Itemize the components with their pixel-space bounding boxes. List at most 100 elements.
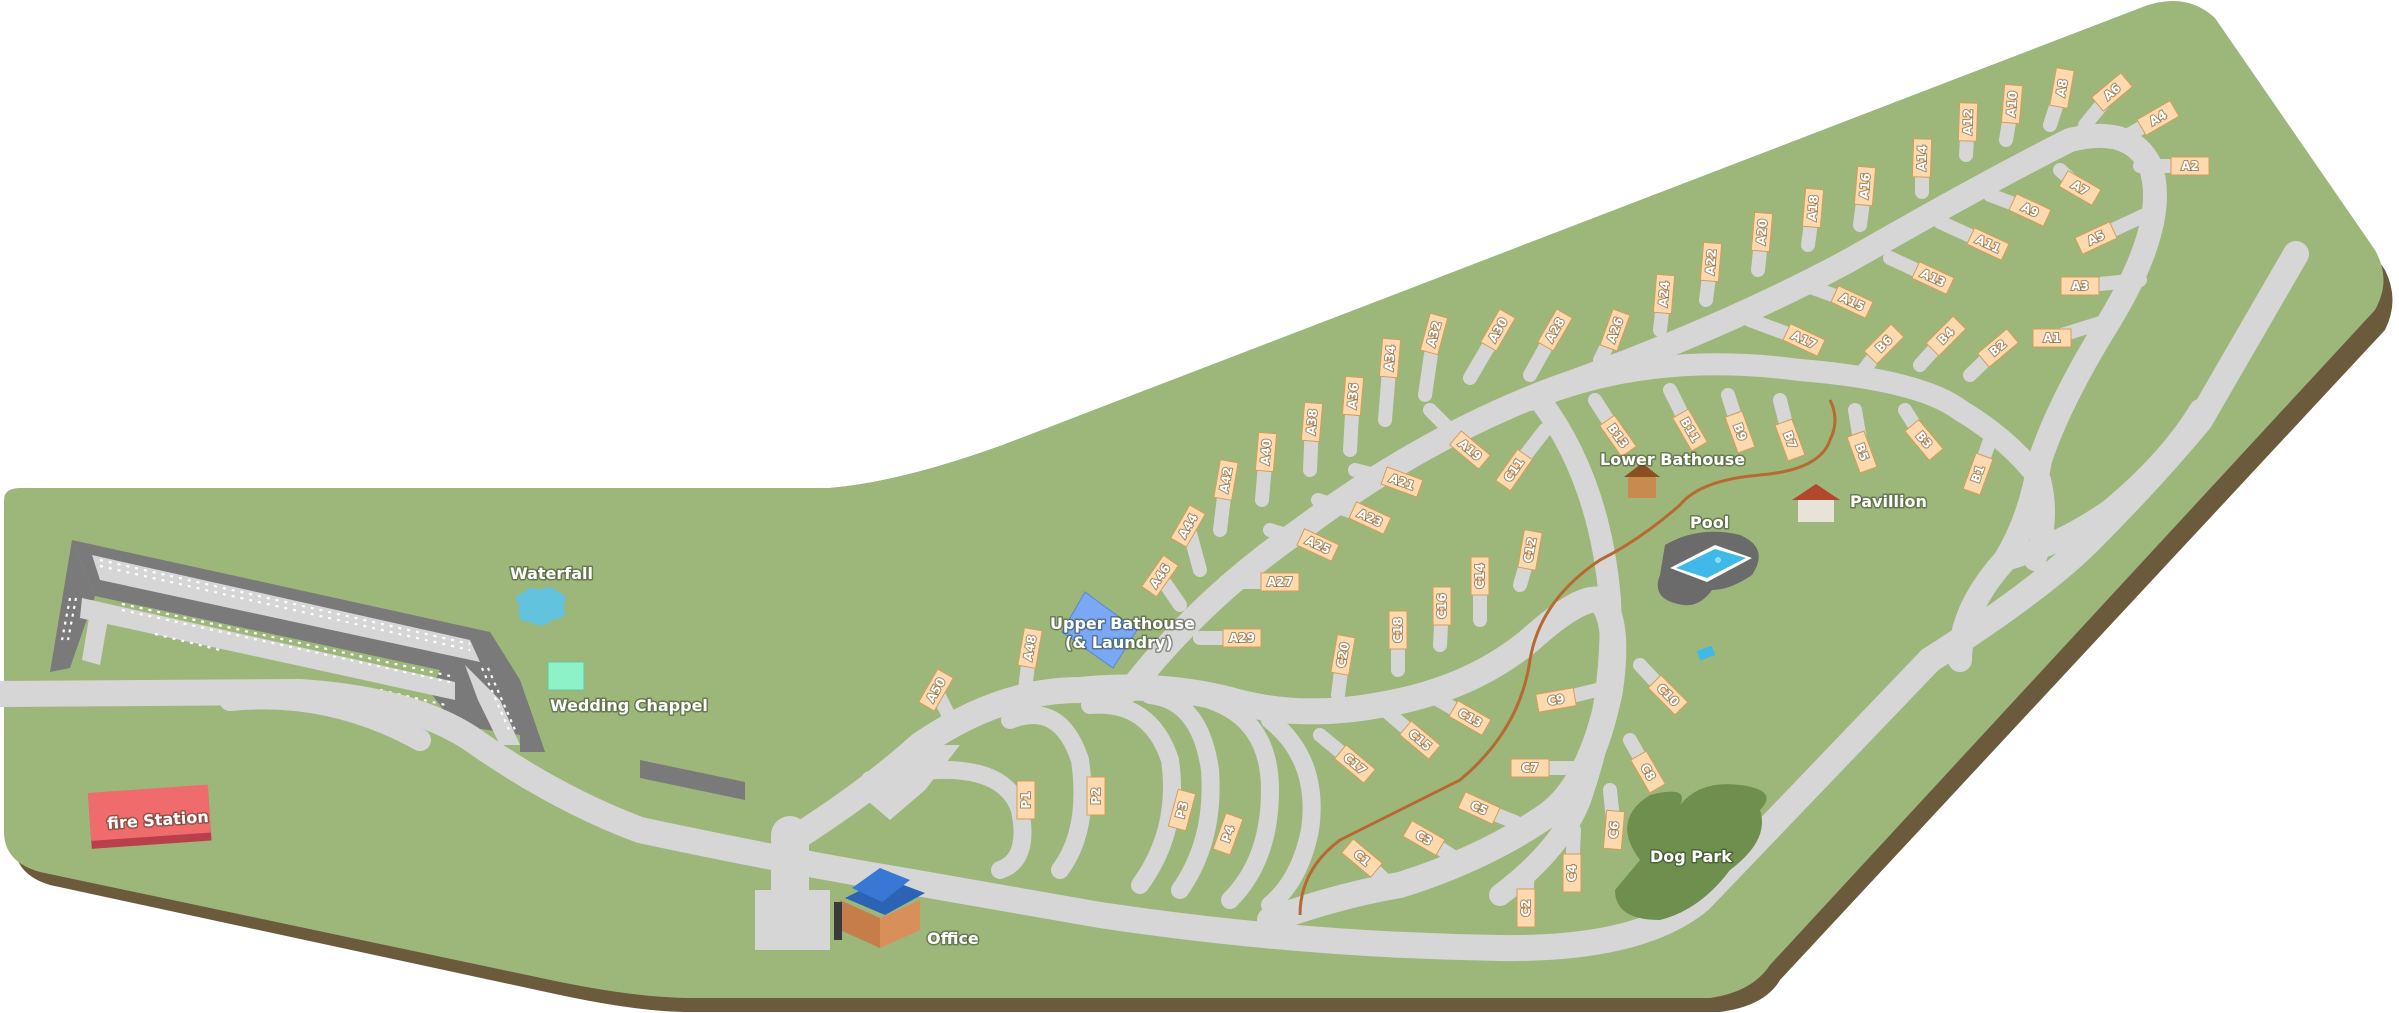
campsite-pad [1296,528,1340,562]
campsite-label: A40 [1258,438,1274,465]
campsite-a26[interactable]: A26 [1599,308,1631,352]
campsite-a15[interactable]: A15 [1830,285,1874,319]
campsite-pad [1254,431,1278,473]
campsite-a7[interactable]: A7 [2058,170,2102,206]
campsite-a32[interactable]: A32 [1419,312,1449,356]
campsite-c20[interactable]: C20 [1330,634,1356,676]
campsite-label: A24 [1656,280,1672,307]
pool-label: Pool [1690,513,1729,532]
campsite-c3[interactable]: C3 [1402,820,1446,856]
campsite-c8[interactable]: C8 [1630,750,1666,794]
campsite-a27[interactable]: A27 [1260,572,1300,592]
campsite-a42[interactable]: A42 [1213,459,1239,501]
upper-bathhouse-marker[interactable] [1061,591,1138,669]
campsite-a14[interactable]: A14 [1911,138,1933,178]
campsite-a8[interactable]: A8 [2049,67,2075,109]
lower-bathhouse-marker[interactable] [1624,463,1660,498]
upper-bathhouse-label: Upper Bathouse [1050,614,1195,633]
campsite-a19[interactable]: A19 [1448,430,1492,470]
campsite-a22[interactable]: A22 [1699,241,1723,283]
campsite-a40[interactable]: A40 [1254,431,1278,473]
campsite-c4[interactable]: C4 [1562,853,1582,893]
campsite-c2[interactable]: C2 [1516,888,1536,928]
campsite-a1[interactable]: A1 [2032,328,2072,348]
campsite-c9[interactable]: C9 [1535,687,1577,713]
campsite-a18[interactable]: A18 [1801,187,1825,229]
campsite-a6[interactable]: A6 [2090,72,2134,112]
campsite-a48[interactable]: A48 [1017,627,1043,669]
campsite-p2[interactable]: P2 [1086,776,1106,816]
campsite-label: B7 [1780,429,1799,450]
campsite-c7[interactable]: C7 [1510,758,1550,778]
campsite-pad [1647,674,1689,716]
campsite-label: A32 [1424,320,1444,349]
campsite-pad [1599,308,1631,352]
campsite-b5[interactable]: B5 [1846,430,1878,474]
campsite-b9[interactable]: B9 [1724,410,1756,454]
campsite-a4[interactable]: A4 [2136,100,2180,136]
campsite-a13[interactable]: A13 [1911,261,1955,295]
campsite-a36[interactable]: A36 [1341,375,1365,417]
campsite-a34[interactable]: A34 [1378,337,1402,379]
campsite-p3[interactable]: P3 [1167,788,1197,832]
campsite-c18[interactable]: C18 [1388,610,1408,650]
campsite-pad [2000,83,2024,125]
campsite-p1[interactable]: P1 [1016,780,1036,820]
campsite-label: P4 [1218,824,1237,845]
campsite-pad [1419,312,1449,356]
office-label: Office [927,929,979,948]
campsite-c14[interactable]: C14 [1470,556,1490,596]
campsite-label: C6 [1606,821,1621,839]
campsite-a24[interactable]: A24 [1652,273,1676,315]
campsite-label: C2 [1519,899,1533,916]
campsite-pad [1911,138,1933,178]
campsite-pad [1432,586,1452,626]
campsite-a44[interactable]: A44 [1170,504,1206,548]
campsite-b7[interactable]: B7 [1774,418,1806,462]
campsite-a12[interactable]: A12 [1957,102,1979,142]
lower-bathhouse-label: Lower Bathouse [1600,450,1745,469]
campsite-pad [1402,820,1446,856]
campsite-a10[interactable]: A10 [2000,83,2024,125]
campsite-label: A38 [1304,408,1320,435]
campsite-a29[interactable]: A29 [1222,628,1262,648]
campsite-p4[interactable]: P4 [1212,812,1244,856]
campsite-a16[interactable]: A16 [1853,165,1877,207]
campsite-a2[interactable]: A2 [2170,156,2210,176]
campsite-a46[interactable]: A46 [1141,554,1179,598]
campsite-a3[interactable]: A3 [2060,276,2100,296]
campsite-a20[interactable]: A20 [1750,211,1774,253]
waterfall-label: Waterfall [510,564,593,583]
campsite-c5[interactable]: C5 [1457,791,1501,825]
campsite-c1[interactable]: C1 [1340,838,1384,878]
pavillion-marker[interactable] [1792,484,1840,522]
campsite-c6[interactable]: C6 [1602,809,1626,851]
campsite-pad [2136,100,2180,136]
office-marker[interactable] [834,868,925,948]
campsite-label: A3 [2071,279,2089,293]
campsite-label: A27 [1267,575,1293,589]
campsite-c16[interactable]: C16 [1432,586,1452,626]
campsite-pad [1448,700,1492,736]
campsite-c12[interactable]: C12 [1517,529,1543,571]
campsite-b2[interactable]: B2 [1976,328,2020,368]
campsite-pad [1562,853,1582,893]
campsite-label: A16 [1857,172,1873,199]
campsite-label: A34 [1382,344,1398,371]
campsite-pad [1213,459,1239,501]
campsite-pad [1801,187,1825,229]
pool-area [1657,531,1759,661]
campsite-a38[interactable]: A38 [1300,401,1324,443]
fire-station-marker[interactable] [87,784,212,849]
campsite-pad [1962,452,1994,496]
campsite-label: C9 [1546,692,1565,709]
campsite-b1[interactable]: B1 [1962,452,1994,496]
campsite-pad [1774,418,1806,462]
upper-bathhouse-sublabel: (& Laundry) [1065,633,1173,652]
campsite-b3[interactable]: B3 [1904,418,1944,462]
campsite-pad [1388,610,1408,650]
campsite-a9[interactable]: A9 [2008,193,2052,227]
campsite-a5[interactable]: A5 [2074,221,2118,255]
campsite-a11[interactable]: A11 [1966,227,2010,261]
